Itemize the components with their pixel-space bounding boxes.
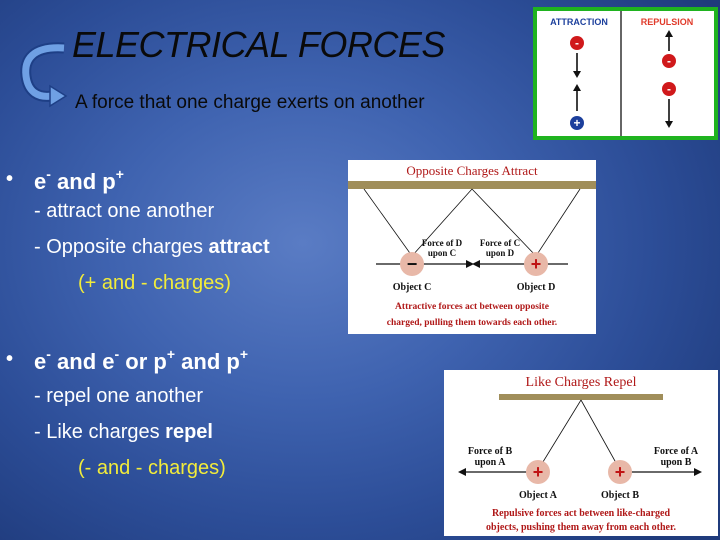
bullet-line: - attract one another [34, 200, 214, 223]
bullet-line-charges: (+ and - charges) [78, 272, 231, 295]
figure-title: Opposite Charges Attract [406, 163, 538, 178]
plus-sign: + [533, 462, 544, 482]
like-charges-repel-figure: Like Charges Repel Force of B upon A For… [444, 370, 718, 536]
minus-sign: - [575, 36, 579, 50]
heading-sup: - [46, 166, 51, 182]
page-title: ELECTRICAL FORCES [72, 24, 445, 65]
heading-sup: + [115, 166, 124, 182]
object-label: Object A [519, 490, 558, 501]
plus-sign: + [573, 116, 580, 130]
force-label: upon A [475, 457, 507, 468]
heading-sup: - [114, 346, 120, 362]
line-text: - Opposite charges [34, 236, 209, 258]
bullet-line: - Like charges repel [34, 421, 213, 444]
heading-part: and p [175, 349, 240, 374]
positive-object-icon [524, 252, 548, 276]
force-label: Force of D [422, 238, 463, 248]
heading-part: and p [50, 169, 116, 194]
force-label: Force of A [654, 446, 699, 457]
negative-charge-icon [662, 54, 676, 68]
force-label: upon B [661, 457, 692, 468]
heading-sup: + [239, 346, 248, 362]
negative-object-icon [400, 252, 424, 276]
positive-object-icon [526, 460, 550, 484]
line-text: - repel one another [34, 385, 204, 407]
opposite-charges-attract-figure: Opposite Charges Attract Force of D upon… [348, 160, 596, 334]
line-text: (- and - charges) [78, 457, 226, 479]
figure-caption: objects, pushing them away from each oth… [486, 522, 676, 533]
force-label: Force of C [480, 238, 520, 248]
object-label: Object D [517, 282, 556, 293]
attraction-label: ATTRACTION [550, 17, 608, 27]
force-label: Force of B [468, 446, 513, 457]
line-bold: repel [165, 421, 213, 443]
bullet-line-charges: (- and - charges) [78, 457, 226, 480]
line-text: (+ and - charges) [78, 272, 231, 294]
negative-charge-icon [662, 82, 676, 96]
subtitle: A force that one charge exerts on anothe… [75, 92, 425, 113]
object-label: Object C [393, 282, 432, 293]
positive-object-icon [608, 460, 632, 484]
heading-sup: - [46, 346, 51, 362]
minus-sign: - [667, 82, 671, 96]
force-label: upon C [428, 248, 456, 258]
force-label: upon D [486, 248, 515, 258]
line-text: - Like charges [34, 421, 166, 443]
bullet-line: - repel one another [34, 385, 203, 408]
repulsion-label: REPULSION [641, 17, 694, 27]
heading-part: or p [119, 349, 167, 374]
plus-sign: + [615, 462, 626, 482]
positive-charge-icon [570, 116, 584, 130]
minus-sign: - [667, 54, 671, 68]
figure-caption: Attractive forces act between opposite [395, 302, 549, 312]
object-label: Object B [601, 490, 639, 501]
negative-charge-icon [570, 36, 584, 50]
bullet-dot: • [6, 348, 14, 370]
line-bold: attract [208, 236, 270, 258]
bullet-dot: • [6, 168, 14, 190]
heading-part: e [34, 349, 47, 374]
bullet-line: - Opposite charges attract [34, 236, 270, 259]
minus-sign: − [407, 254, 418, 274]
plus-sign: + [531, 254, 542, 274]
attraction-repulsion-legend: ATTRACTION REPULSION - + - - [533, 7, 718, 140]
curved-arrow-icon [20, 42, 68, 108]
line-text: - attract one another [34, 200, 215, 222]
heading-sup: + [166, 346, 176, 362]
heading-part: e [34, 169, 47, 194]
figure-caption: charged, pulling them towards each other… [387, 318, 557, 328]
heading-part: and e [50, 349, 115, 374]
figure-title: Like Charges Repel [526, 375, 637, 390]
figure-caption: Repulsive forces act between like-charge… [492, 508, 671, 519]
